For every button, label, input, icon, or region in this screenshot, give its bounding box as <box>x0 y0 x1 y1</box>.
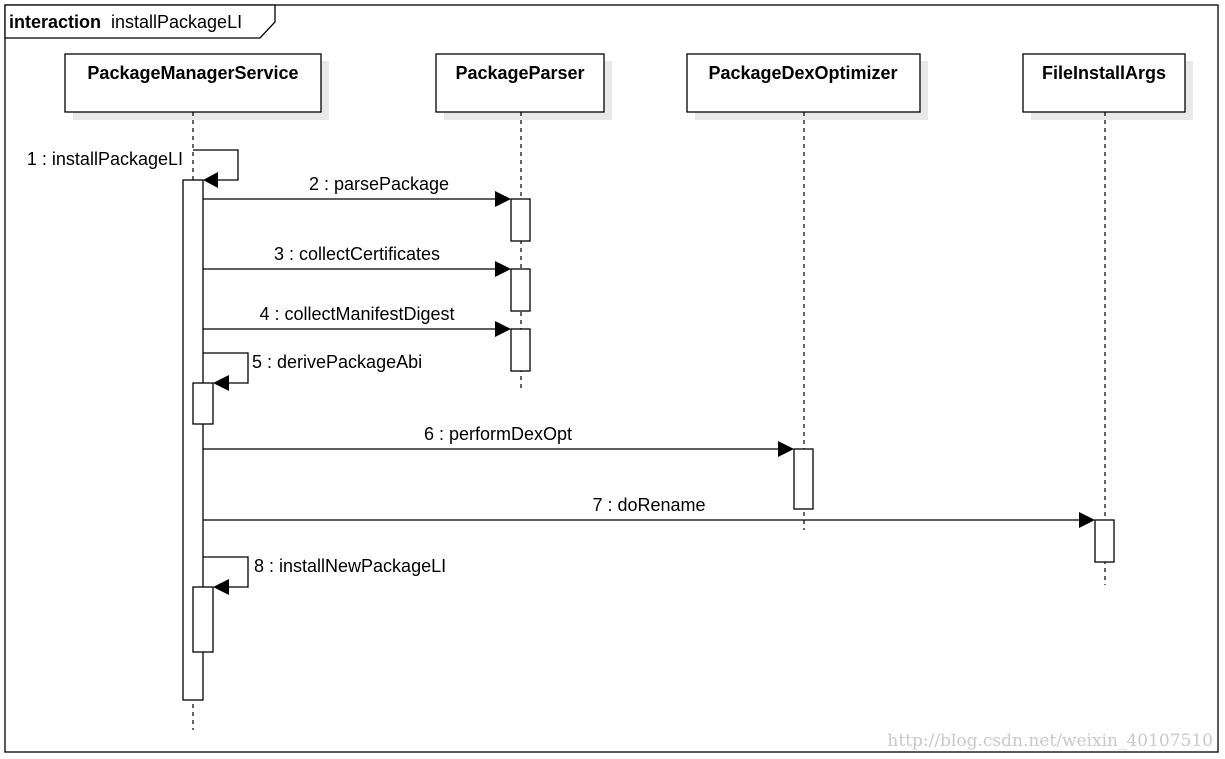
participant-package-dex-optimizer: PackageDexOptimizer <box>686 53 928 120</box>
participant-package-manager-service: PackageManagerService <box>64 53 329 120</box>
arrow-head <box>495 321 511 337</box>
participant-name: PackageDexOptimizer <box>708 63 897 83</box>
interaction-frame: interaction installPackageLI <box>4 4 1219 753</box>
frame-keyword: interaction <box>9 12 101 32</box>
activation-collect-manifest-digest <box>510 328 531 372</box>
arrow-head <box>1079 512 1095 528</box>
arrow-head <box>203 172 218 188</box>
message-label: 6 : performDexOpt <box>424 424 572 444</box>
participant-box <box>435 53 605 113</box>
participant-name: FileInstallArgs <box>1042 63 1166 83</box>
message-2: 2 : parsePackage <box>203 174 511 207</box>
message-line <box>203 556 249 588</box>
participant-box <box>686 53 921 113</box>
arrow-head <box>778 441 794 457</box>
message-line <box>203 352 249 384</box>
arrow-head <box>213 579 229 595</box>
message-1: 1 : installPackageLI <box>27 149 239 188</box>
arrow-head <box>495 191 511 207</box>
activation-install-new-package-li <box>192 586 214 653</box>
message-3: 3 : collectCertificates <box>203 244 511 277</box>
message-label: 5 : derivePackageAbi <box>252 352 422 372</box>
arrow-head <box>495 261 511 277</box>
message-label: 2 : parsePackage <box>309 174 449 194</box>
participant-name: PackageParser <box>455 63 584 83</box>
participant-package-parser: PackageParser <box>435 53 612 120</box>
message-label: 4 : collectManifestDigest <box>259 304 454 324</box>
message-label: 1 : installPackageLI <box>27 149 183 169</box>
activation-do-rename <box>1094 519 1115 563</box>
arrow-head <box>213 375 229 391</box>
message-label: 8 : installNewPackageLI <box>254 556 446 576</box>
frame-name: installPackageLI <box>111 12 242 32</box>
participant-box <box>64 53 322 113</box>
message-label: 3 : collectCertificates <box>274 244 440 264</box>
participant-name: PackageManagerService <box>87 63 298 83</box>
participant-box <box>1022 53 1186 113</box>
activation-perform-dex-opt <box>793 448 814 510</box>
message-5: 5 : derivePackageAbi <box>203 352 422 391</box>
activation-parse-package <box>510 198 531 242</box>
message-6: 6 : performDexOpt <box>203 424 794 457</box>
message-label: 7 : doRename <box>592 495 705 515</box>
activation-derive-package-abi <box>192 382 214 425</box>
activation-install-package-li <box>182 179 204 701</box>
activation-collect-certificates <box>510 268 531 312</box>
message-line <box>193 149 239 181</box>
message-7: 7 : doRename <box>203 495 1095 528</box>
watermark-text: http://blog.csdn.net/weixin_40107510 <box>887 731 1213 751</box>
frame-border <box>4 4 1219 753</box>
participant-file-install-args: FileInstallArgs <box>1022 53 1193 120</box>
message-4: 4 : collectManifestDigest <box>203 304 511 337</box>
message-8: 8 : installNewPackageLI <box>203 556 446 595</box>
frame-tab <box>4 4 276 39</box>
